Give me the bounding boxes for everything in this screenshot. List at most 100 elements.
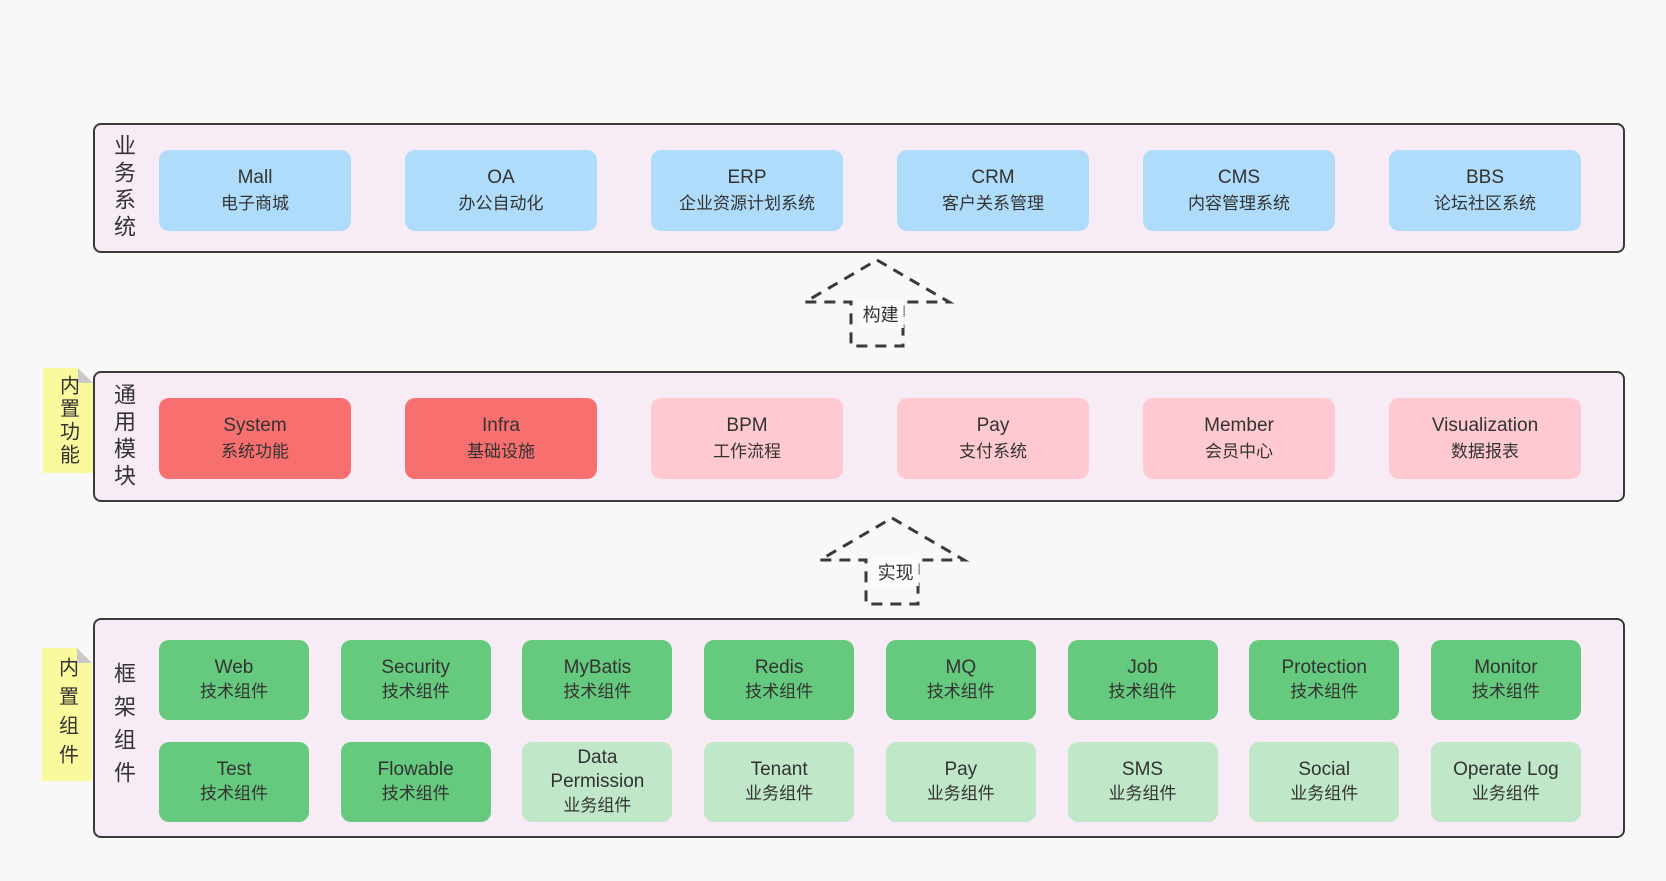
module-box-visualization: Visualization 数据报表: [1389, 398, 1581, 479]
section-framework-components: 框架组件 Web 技术组件 Security 技术组件 MyBatis 技术组件…: [93, 618, 1625, 838]
module-box-system: System 系统功能: [159, 398, 351, 479]
system-box-mall: Mall 电子商城: [159, 150, 351, 231]
system-box-bbs: BBS 论坛社区系统: [1389, 150, 1581, 231]
box-name: Security: [381, 657, 451, 678]
component-box-social: Social 业务组件: [1249, 742, 1400, 822]
box-desc: 论坛社区系统: [1434, 193, 1536, 213]
box-name: Pay: [944, 759, 978, 780]
component-box-web: Web 技术组件: [159, 640, 309, 720]
component-box-data-permission: Data Permission 业务组件: [522, 742, 673, 822]
implement-arrow: 实现: [812, 514, 972, 606]
component-box-pay: Pay 业务组件: [885, 742, 1036, 822]
business-systems-label: 业务系统: [111, 134, 136, 242]
box-desc: 业务组件: [563, 796, 632, 815]
box-name: Member: [1204, 414, 1274, 436]
framework-components-row-2: Test 技术组件 Flowable 技术组件 Data Permission …: [159, 742, 1581, 822]
box-name: OA: [487, 166, 515, 188]
box-name: Social: [1298, 759, 1351, 780]
box-name: Flowable: [377, 759, 454, 780]
box-desc: 业务组件: [1108, 784, 1177, 803]
component-box-monitor: Monitor 技术组件: [1430, 640, 1581, 720]
box-name: System: [223, 414, 287, 436]
component-box-security: Security 技术组件: [340, 640, 491, 720]
up-arrow-icon: [799, 258, 955, 348]
component-box-mq: MQ 技术组件: [885, 640, 1036, 720]
box-desc: 技术组件: [381, 784, 450, 803]
component-box-mybatis: MyBatis 技术组件: [522, 640, 673, 720]
box-desc: 办公自动化: [458, 193, 544, 213]
box-desc: 基础设施: [467, 441, 535, 461]
box-desc: 会员中心: [1205, 441, 1273, 461]
component-box-redis: Redis 技术组件: [704, 640, 855, 720]
box-name: Operate Log: [1453, 759, 1559, 780]
system-box-cms: CMS 内容管理系统: [1143, 150, 1335, 231]
section-common-modules: 通用模块 System 系统功能 Infra 基础设施 BPM 工作流程 Pay…: [93, 371, 1625, 502]
box-name: BPM: [726, 414, 768, 436]
module-box-infra: Infra 基础设施: [405, 398, 597, 479]
box-desc: 电子商城: [221, 193, 289, 213]
box-desc: 技术组件: [563, 682, 632, 701]
box-desc: 技术组件: [200, 682, 268, 701]
box-name: Infra: [481, 414, 521, 436]
box-desc: 技术组件: [745, 682, 814, 701]
box-name: Web: [214, 657, 254, 678]
box-desc: 支付系统: [959, 441, 1027, 461]
common-modules-row: System 系统功能 Infra 基础设施 BPM 工作流程 Pay 支付系统…: [159, 398, 1581, 479]
box-desc: 企业资源计划系统: [679, 193, 815, 213]
box-desc: 技术组件: [1290, 682, 1359, 701]
builtin-components-note-label: 内置组件: [55, 656, 78, 773]
module-box-member: Member 会员中心: [1143, 398, 1335, 479]
component-box-test: Test 技术组件: [159, 742, 309, 822]
note-fold-corner: [77, 648, 92, 663]
box-desc: 数据报表: [1451, 441, 1519, 461]
framework-components-label: 框架组件: [111, 662, 136, 794]
box-name: Pay: [976, 414, 1010, 436]
box-name: Data Permission: [550, 747, 645, 792]
box-name: BBS: [1465, 166, 1505, 188]
module-box-pay: Pay 支付系统: [897, 398, 1089, 479]
module-box-bpm: BPM 工作流程: [651, 398, 843, 479]
component-box-protection: Protection 技术组件: [1249, 640, 1400, 720]
component-box-operate-log: Operate Log 业务组件: [1430, 742, 1581, 822]
box-name: MQ: [945, 657, 977, 678]
box-name: Redis: [754, 657, 804, 678]
box-name: Test: [216, 759, 252, 780]
framework-components-row-1: Web 技术组件 Security 技术组件 MyBatis 技术组件 Redi…: [159, 640, 1581, 720]
box-name: Job: [1127, 657, 1158, 678]
builtin-components-note: 内置组件: [42, 648, 92, 781]
box-desc: 业务组件: [926, 784, 995, 803]
box-desc: 技术组件: [1471, 682, 1540, 701]
box-name: CRM: [971, 166, 1015, 188]
box-name: Monitor: [1474, 657, 1538, 678]
builtin-features-note-label: 内置功能: [56, 374, 79, 467]
section-business-systems: 业务系统 Mall 电子商城 OA 办公自动化 ERP 企业资源计划系统 CRM…: [93, 123, 1625, 253]
build-arrow: 构建: [797, 256, 957, 348]
box-desc: 客户关系管理: [942, 193, 1044, 213]
box-desc: 技术组件: [200, 784, 268, 803]
box-name: Visualization: [1431, 414, 1539, 436]
implement-arrow-label: 实现: [872, 558, 919, 586]
box-desc: 业务组件: [745, 784, 814, 803]
system-box-crm: CRM 客户关系管理: [897, 150, 1089, 231]
component-box-job: Job 技术组件: [1067, 640, 1218, 720]
box-desc: 技术组件: [926, 682, 995, 701]
build-arrow-label: 构建: [857, 300, 904, 328]
box-desc: 系统功能: [221, 441, 289, 461]
business-systems-row: Mall 电子商城 OA 办公自动化 ERP 企业资源计划系统 CRM 客户关系…: [159, 150, 1581, 231]
box-desc: 业务组件: [1290, 784, 1359, 803]
up-arrow-icon: [814, 516, 970, 606]
box-desc: 业务组件: [1471, 784, 1540, 803]
system-box-oa: OA 办公自动化: [405, 150, 597, 231]
box-name: SMS: [1121, 759, 1164, 780]
box-name: MyBatis: [563, 657, 632, 678]
box-desc: 技术组件: [381, 682, 450, 701]
box-name: CMS: [1217, 166, 1261, 188]
component-box-sms: SMS 业务组件: [1067, 742, 1218, 822]
box-name: Protection: [1281, 657, 1367, 678]
builtin-features-note: 内置功能: [43, 368, 93, 473]
box-name: ERP: [727, 166, 767, 188]
note-fold-corner: [78, 368, 93, 383]
box-name: Tenant: [750, 759, 808, 780]
box-desc: 工作流程: [713, 441, 781, 461]
